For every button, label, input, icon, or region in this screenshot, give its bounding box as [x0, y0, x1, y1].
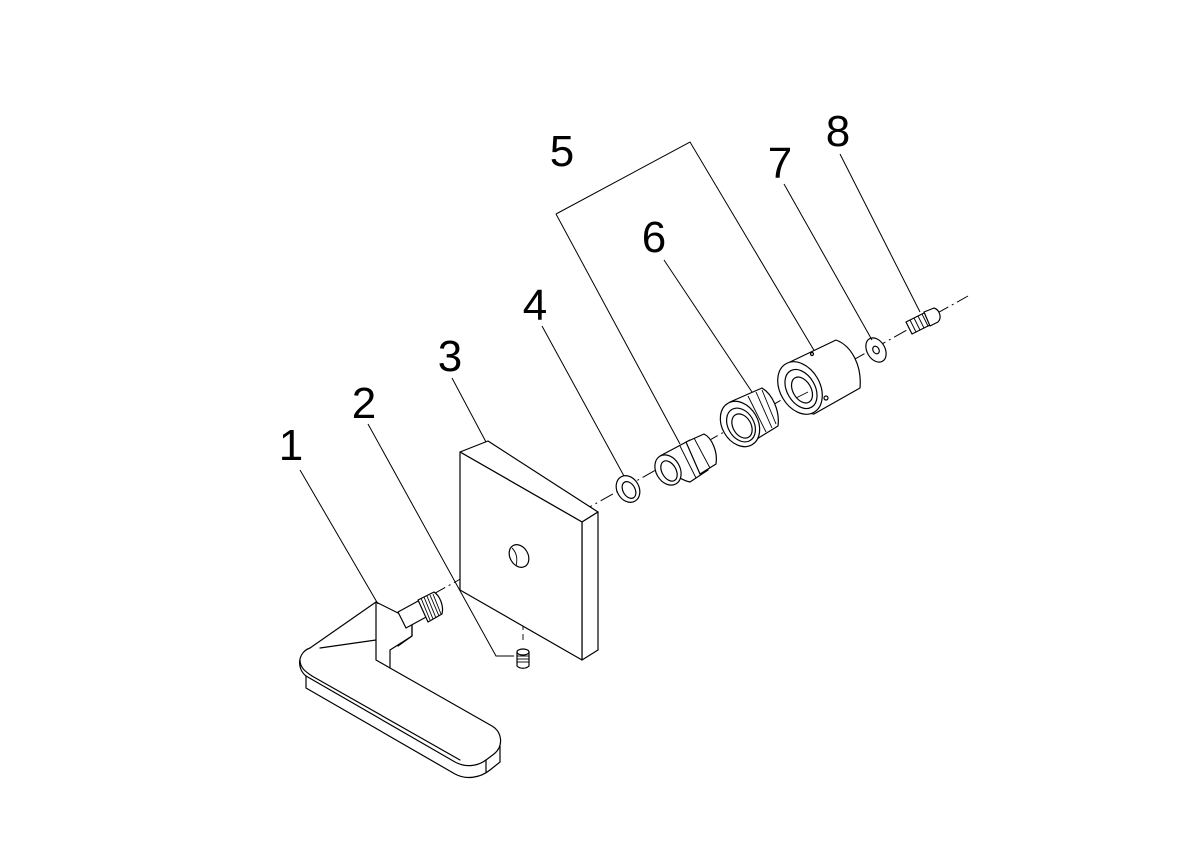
callout-7: 7 [768, 139, 792, 188]
part-4-washer [615, 475, 641, 503]
part-7-washer [865, 337, 887, 363]
part-6-ring-nut [719, 387, 779, 448]
callout-labels: 1 2 3 4 5 6 7 8 [279, 107, 850, 470]
leader-7 [783, 183, 873, 341]
callout-4: 4 [523, 281, 547, 330]
leader-6 [663, 259, 753, 393]
callout-6: 6 [642, 213, 666, 262]
part-5-bracket [555, 141, 816, 445]
leader-1 [299, 469, 379, 605]
leader-2 [367, 423, 514, 657]
part-3-rosette-plate [459, 440, 599, 661]
part-7-sleeve [777, 339, 861, 415]
callout-3: 3 [438, 332, 462, 381]
leader-3 [451, 377, 487, 443]
callout-2: 2 [352, 379, 376, 428]
callout-8: 8 [826, 107, 850, 156]
spindle-spline [397, 591, 444, 629]
part-2-set-screw [516, 620, 530, 669]
callout-1: 1 [279, 421, 303, 470]
part-8-screw [905, 307, 941, 335]
callout-5: 5 [550, 127, 574, 176]
part-1-lever-handle [299, 591, 502, 779]
leader-8 [839, 153, 921, 313]
leader-lines [299, 153, 921, 657]
leader-4 [541, 325, 625, 477]
part-5-bushing [654, 433, 717, 486]
